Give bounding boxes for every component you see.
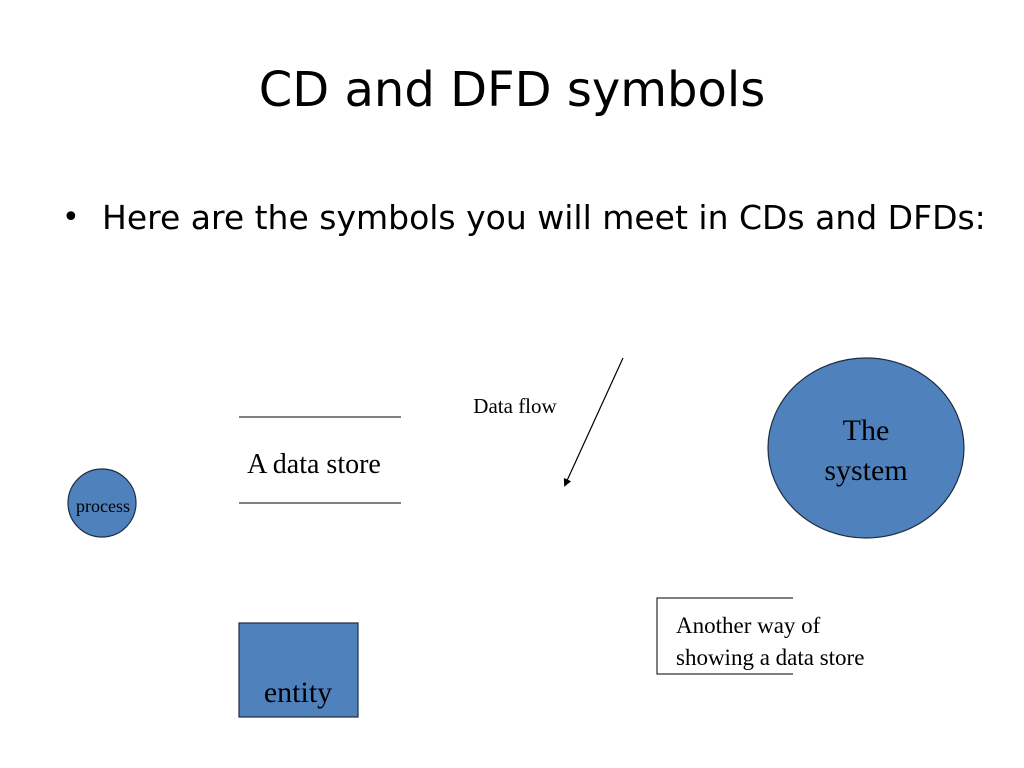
bullet-list: • Here are the symbols you will meet in … [62, 190, 992, 245]
process-circle [67, 468, 137, 538]
entity-symbol: entity [238, 622, 359, 718]
data-flow-arrow [563, 357, 624, 487]
bullet-text: Here are the symbols you will meet in CD… [102, 198, 986, 237]
data-flow-symbol: Data flow [473, 357, 624, 487]
data-store-label: A data store [247, 449, 381, 480]
alt-data-store-outline [656, 597, 793, 675]
alt-data-store-label-line1: Another way of [676, 613, 821, 638]
system-symbol: The system [767, 357, 965, 539]
alt-data-store-label-line2: showing a data store [676, 645, 864, 670]
data-flow-label: Data flow [473, 394, 557, 418]
alt-data-store-symbol: Another way of showing a data store [656, 597, 864, 675]
system-label-line2: system [824, 454, 907, 487]
bullet-item: • Here are the symbols you will meet in … [62, 190, 992, 245]
entity-rect [238, 622, 359, 718]
process-label: process [76, 496, 130, 516]
system-ellipse [767, 357, 965, 539]
process-symbol: process [67, 468, 137, 538]
bullet-glyph: • [62, 200, 80, 235]
system-label-line1: The [843, 414, 890, 447]
slide-title: CD and DFD symbols [258, 62, 766, 118]
entity-label: entity [264, 676, 332, 709]
data-store-symbol: A data store [239, 416, 401, 504]
